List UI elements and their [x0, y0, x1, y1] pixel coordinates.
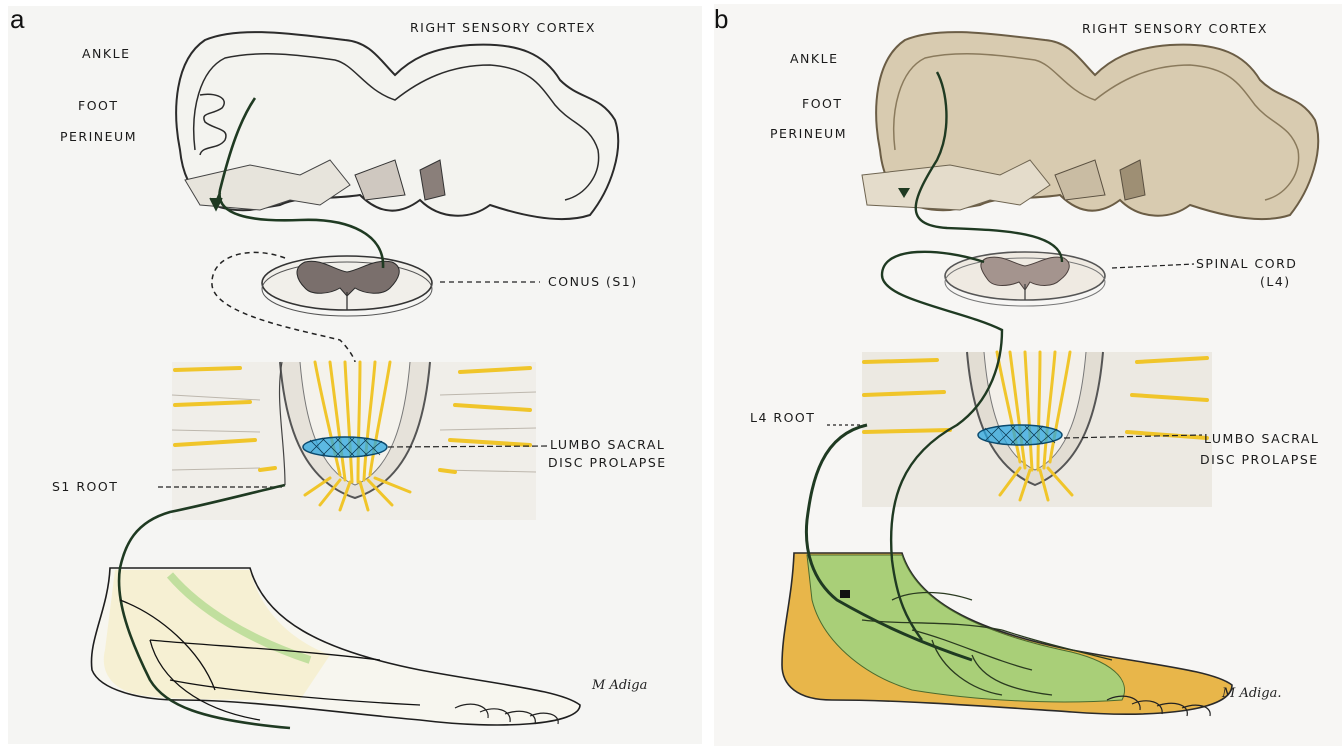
disc-label-a-line2: DISC PROLAPSE [548, 455, 667, 470]
spinal-cord-label-line1: SPINAL CORD [1196, 256, 1297, 271]
spinal-cord-label-line2: (L4) [1260, 274, 1291, 289]
perineum-label-b: PERINEUM [770, 126, 847, 141]
panel-a: a RIGHT SENSORY CORTEX ANKLE FOOT PERINE… [0, 0, 704, 749]
root-label-a: S1 ROOT [52, 479, 118, 494]
disc-label-a-line1: LUMBO SACRAL [550, 437, 665, 452]
foot-label-a: FOOT [78, 98, 119, 113]
root-marker-b [840, 590, 850, 598]
perineum-label-a: PERINEUM [60, 129, 137, 144]
root-label-b: L4 ROOT [750, 410, 815, 425]
ankle-label-a: ANKLE [82, 46, 130, 61]
panel-b-letter: b [714, 6, 728, 32]
disc-label-b-line2: DISC PROLAPSE [1200, 452, 1319, 467]
disc-label-b-line1: LUMBO SACRAL [1204, 431, 1319, 446]
signature-b: M Adiga. [1222, 686, 1282, 701]
panel-b-illustration [712, 0, 1344, 749]
signature-a: M Adiga [592, 678, 647, 693]
conus-label: CONUS (S1) [548, 274, 638, 289]
panel-b: b RIGHT SENSORY CORTEX ANKLE FOOT PERINE… [712, 0, 1344, 749]
panel-a-letter: a [10, 6, 24, 32]
cortex-title-b: RIGHT SENSORY CORTEX [1082, 21, 1268, 36]
foot-label-b: FOOT [802, 96, 843, 111]
ankle-label-b: ANKLE [790, 51, 838, 66]
cortex-title-a: RIGHT SENSORY CORTEX [410, 20, 596, 35]
spinal-cord-leader [1112, 264, 1194, 268]
